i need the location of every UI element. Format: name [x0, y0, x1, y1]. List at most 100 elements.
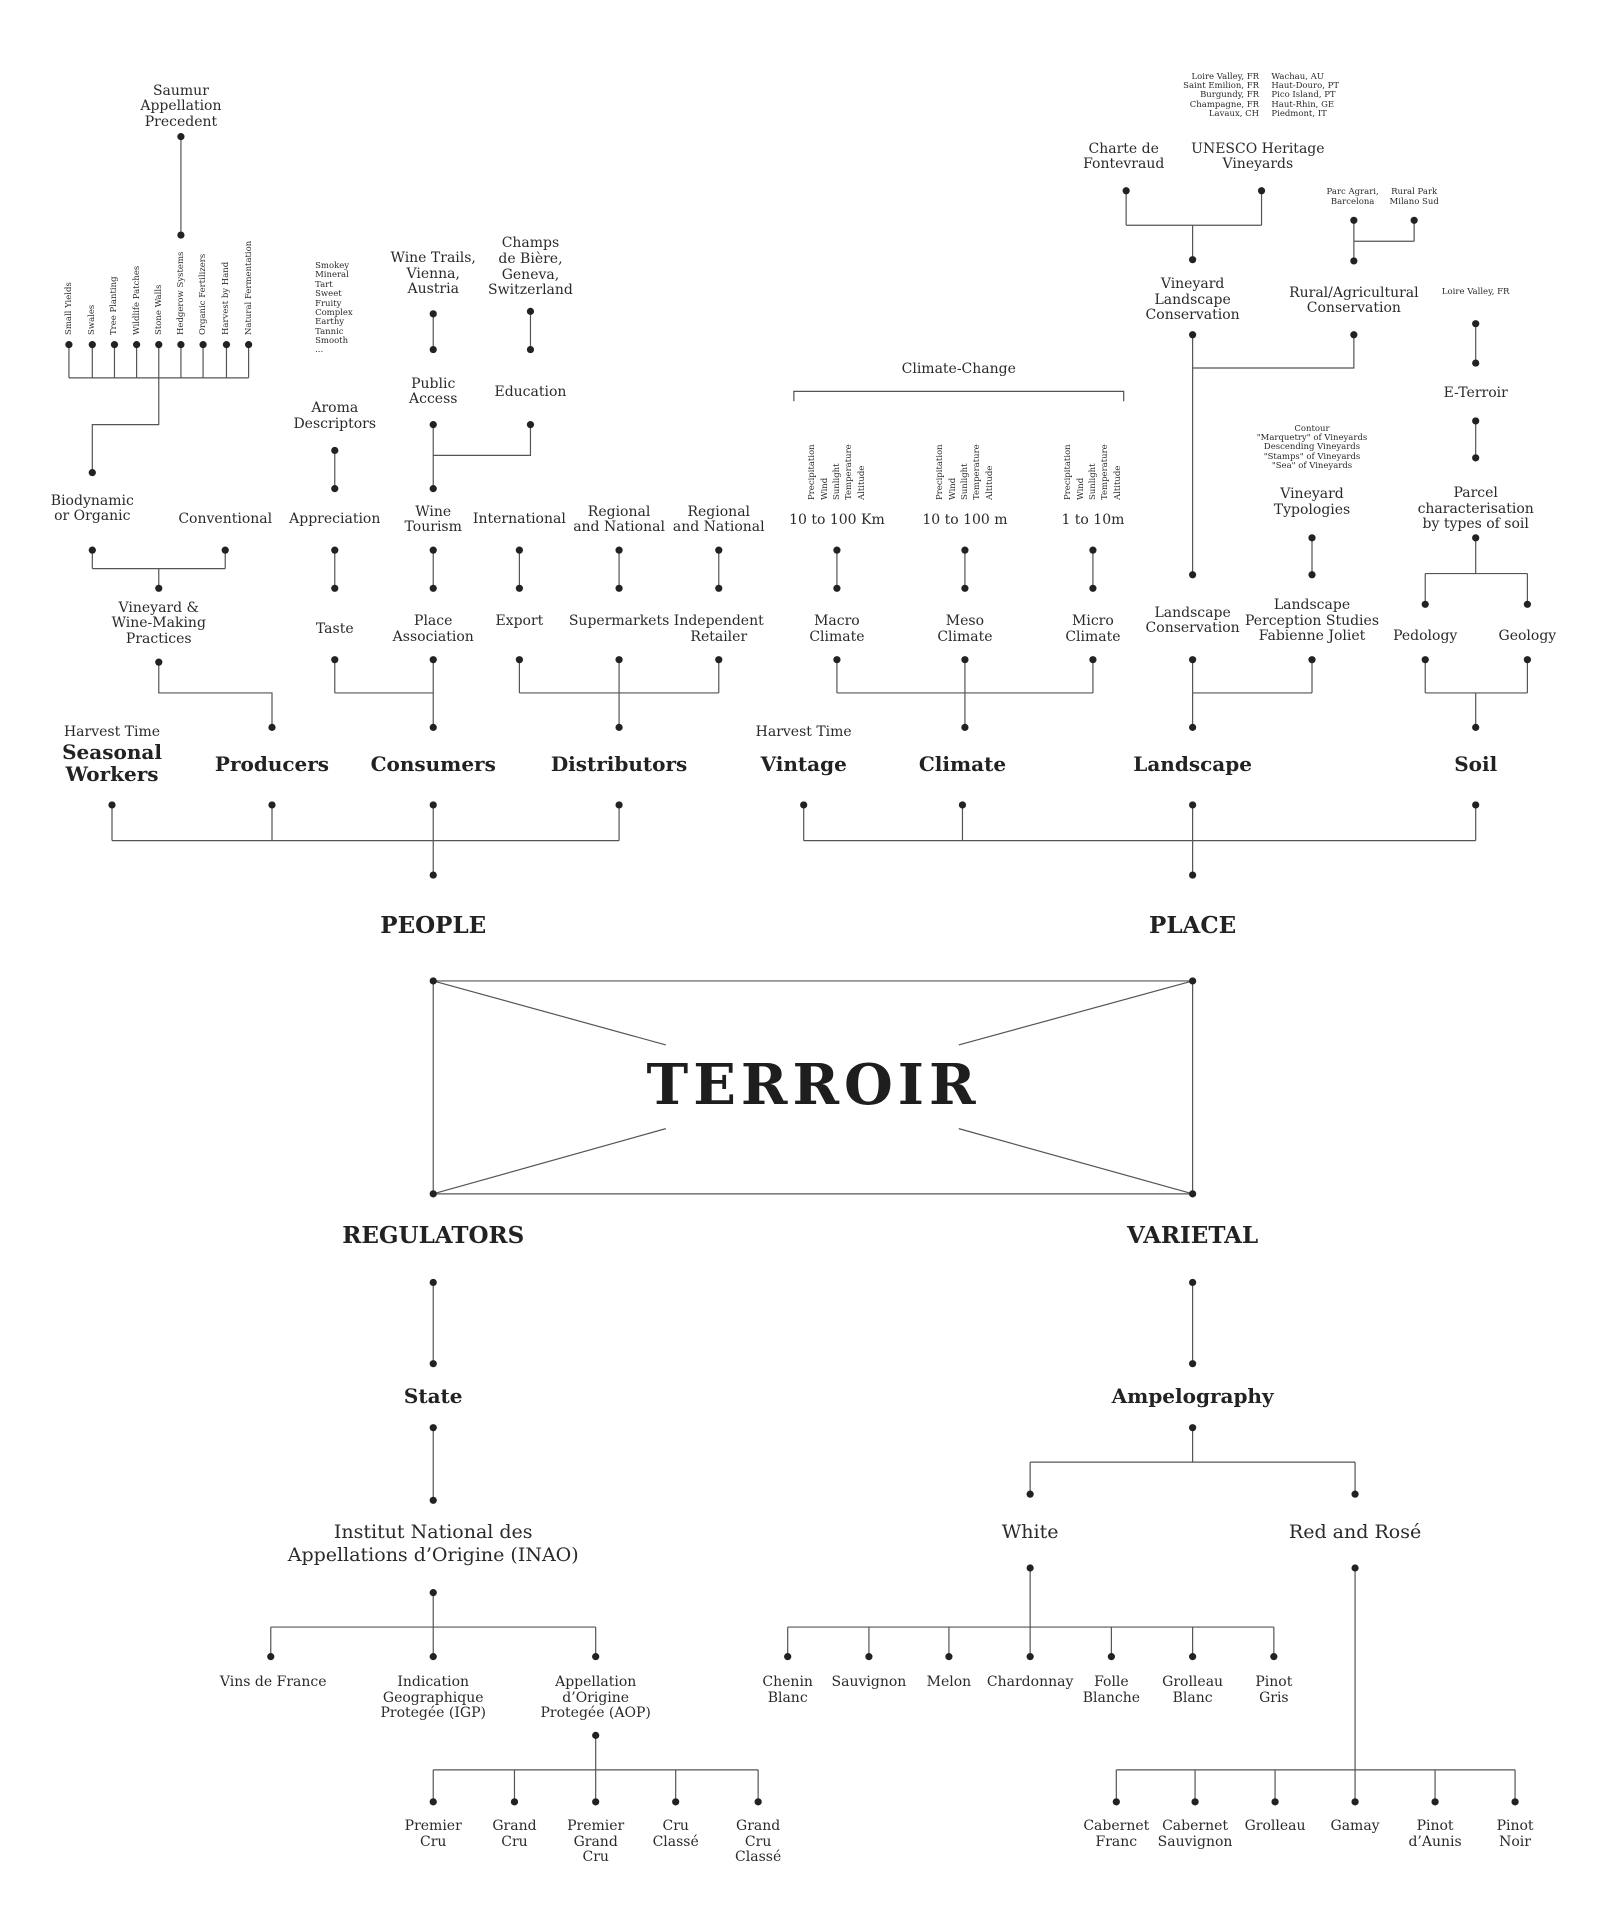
loire-valley-label: Loire Valley, FR — [1441, 287, 1510, 297]
node-dot — [88, 546, 96, 554]
practice-label: Wildlife Patches — [131, 265, 142, 335]
cru-label: Grand Cru — [492, 1818, 537, 1850]
node-dot — [267, 1653, 275, 1661]
node-dot — [88, 469, 96, 477]
node-dot — [615, 656, 623, 664]
vins-de-france-label: Vins de France — [219, 1674, 327, 1691]
cru-label: Grand Cru Classé — [735, 1818, 782, 1866]
node-dot — [754, 1798, 762, 1806]
micro-scale-label: 1 to 10m — [1061, 512, 1125, 529]
vintage-note: Harvest Time — [755, 723, 852, 740]
climate-factor-label: Temperature — [844, 444, 855, 500]
climate-factor-label: Wind — [947, 477, 958, 500]
node-dot — [177, 133, 185, 141]
node-dot — [1189, 331, 1197, 339]
node-dot — [429, 584, 437, 592]
node-dot — [515, 584, 523, 592]
node-dot — [1472, 417, 1480, 425]
node-dot — [515, 656, 523, 664]
wine-tourism-label: Wine Tourism — [404, 503, 462, 536]
node-dot — [1410, 216, 1418, 224]
node-dot — [1472, 723, 1480, 731]
public-access-label: Public Access — [408, 375, 458, 408]
international-label: International — [472, 511, 566, 527]
node-dot — [1189, 1424, 1197, 1432]
node-dot — [1189, 977, 1197, 985]
varietal-heading: VARIETAL — [1127, 1222, 1259, 1250]
node-dot — [1189, 1360, 1197, 1368]
biodynamic-label: Biodynamic or Organic — [50, 492, 134, 525]
node-dot — [245, 341, 253, 349]
node-dot — [1189, 656, 1197, 664]
node-dot — [429, 977, 437, 985]
independent-retailer-label: Independent Retailer — [673, 613, 764, 645]
node-dot — [155, 341, 163, 349]
node-dot — [331, 546, 339, 554]
node-dot — [133, 341, 141, 349]
node-dot — [1189, 571, 1197, 579]
node-dot — [961, 546, 969, 554]
node-dot — [1189, 1278, 1197, 1287]
node-dot — [429, 345, 437, 354]
conventional-label: Conventional — [178, 511, 273, 527]
node-dot — [1122, 187, 1130, 195]
climate-change-bracket — [793, 390, 1125, 402]
node-dot — [429, 1653, 437, 1661]
vineyard-practices-label: Vineyard & Wine-Making Practices — [111, 599, 206, 647]
place-heading: PLACE — [1149, 912, 1237, 940]
education-link — [433, 424, 532, 456]
climate-factor-label: Temperature — [972, 444, 983, 500]
red-rose-label: Red and Rosé — [1288, 1521, 1422, 1544]
cru-label: Cru Classé — [652, 1818, 699, 1850]
node-dot — [515, 546, 523, 554]
white-variety-label: Chenin Blanc — [762, 1674, 813, 1706]
node-dot — [221, 546, 229, 554]
white-variety-label: Grolleau Blanc — [1162, 1674, 1224, 1706]
node-dot — [1189, 723, 1197, 731]
node-dot — [961, 656, 969, 664]
unesco-list-right: Wachau, AU Haut-Douro, PT Pico Island, P… — [1271, 71, 1339, 119]
node-dot — [715, 546, 723, 554]
node-dot — [1257, 187, 1266, 195]
biodynamic-link — [91, 377, 160, 473]
red-variety-label: Cabernet Sauvignon — [1157, 1818, 1233, 1850]
typologies-list: Contour "Marquetry" of Vineyards Descend… — [1256, 423, 1368, 471]
node-dot — [155, 584, 163, 592]
node-dot — [429, 546, 437, 554]
node-dot — [331, 656, 339, 664]
export-label: Export — [495, 613, 544, 630]
node-dot — [429, 1589, 437, 1597]
white-variety-label: Melon — [926, 1674, 972, 1691]
practice-label: Swales — [87, 304, 98, 335]
practices-to-producers — [158, 662, 273, 728]
terroir-title: TERROIR — [646, 1051, 981, 1118]
aop-label: Appellation d’Origine Protegée (AOP) — [540, 1674, 651, 1722]
seasonal-workers-note: Harvest Time — [63, 723, 161, 740]
node-dot — [1472, 534, 1480, 542]
node-dot — [1089, 584, 1097, 592]
node-dot — [429, 485, 437, 493]
node-dot — [961, 584, 969, 592]
node-dot — [1351, 1798, 1359, 1806]
climate-factor-label: Temperature — [1100, 444, 1111, 500]
perception-studies-label: Landscape Perception Studies Fabienne Jo… — [1245, 597, 1379, 645]
node-dot — [1350, 216, 1358, 224]
box-diagonal — [958, 1128, 1193, 1195]
node-dot — [1351, 1490, 1359, 1498]
node-dot — [510, 1798, 519, 1806]
box-diagonal — [433, 1128, 667, 1195]
practice-label: Tree Planting — [109, 276, 120, 335]
node-dot — [1026, 1564, 1034, 1572]
white-variety-label: Chardonnay — [986, 1674, 1074, 1691]
node-dot — [429, 801, 437, 809]
node-dot — [1270, 1653, 1278, 1661]
node-dot — [429, 1360, 437, 1368]
climate-change-label: Climate-Change — [901, 360, 1016, 377]
charte-label: Charte de Fontevraud — [1083, 140, 1165, 173]
red-variety-label: Pinot d’Aunis — [1408, 1818, 1462, 1850]
champs-label: Champs de Bière, Geneva, Switzerland — [488, 235, 573, 299]
parcel-label: Parcel characterisation by types of soil — [1417, 485, 1534, 533]
node-dot — [1308, 534, 1316, 542]
appreciation-label: Appreciation — [289, 511, 381, 527]
